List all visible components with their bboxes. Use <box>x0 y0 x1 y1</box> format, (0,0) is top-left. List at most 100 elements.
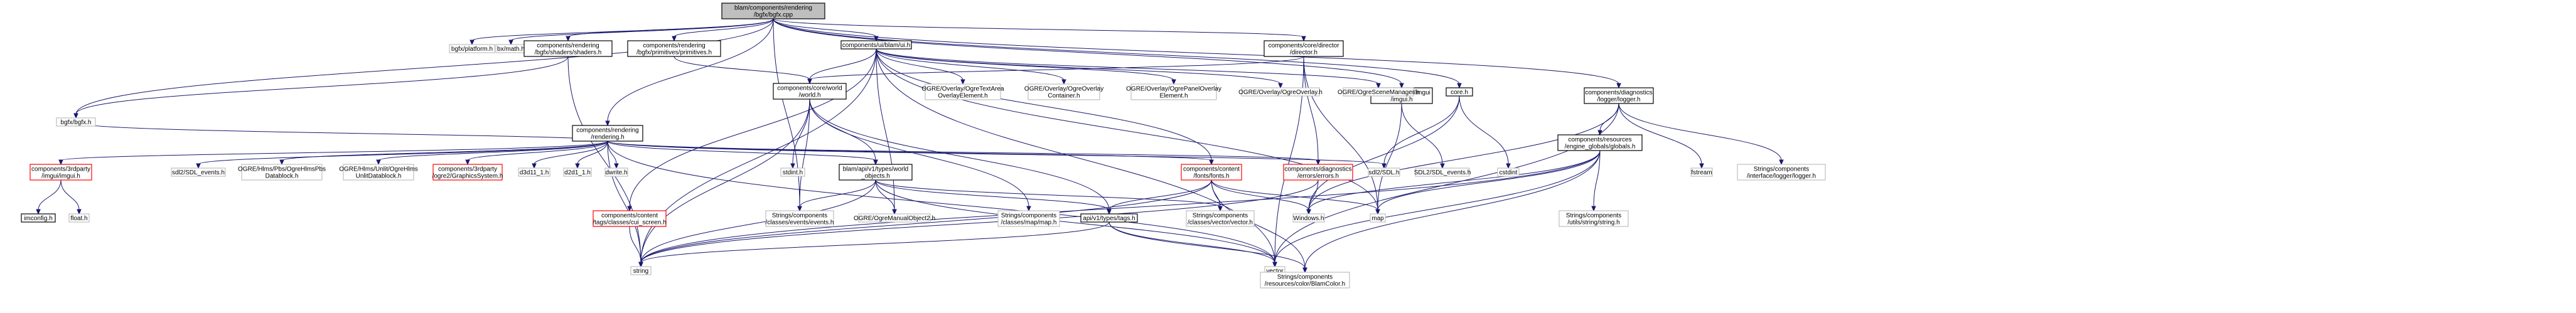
file-node-label-line: Datablock.h <box>266 173 299 180</box>
dependency-edge-rendering_h-to-bgfx_h <box>73 121 608 142</box>
file-node-label-line: Strings/components <box>1566 213 1621 220</box>
file-node-label-line: Container.h <box>1048 93 1080 100</box>
file-node-map: map <box>1370 213 1386 223</box>
file-node-box <box>780 167 805 177</box>
dependency-edge-types_world-to-ogre_manual <box>875 179 897 215</box>
file-node-box <box>1186 210 1255 227</box>
file-node-root[interactable]: blam/components/rendering/bgfx/bgfx.cpp <box>721 3 825 19</box>
file-node-box <box>1080 213 1138 223</box>
file-node-ogre-manual: OGRE/OgreManualObject2.h <box>854 213 935 223</box>
file-node-ogre-overlay: OGRE/Overlay/OgreOverlay.h <box>1238 87 1323 97</box>
file-node-box <box>1260 272 1350 289</box>
file-node-box <box>604 167 628 177</box>
file-node-label-line: components/diagnostics <box>1585 90 1652 97</box>
file-node-shaders[interactable]: components/rendering/bgfx/shaders/shader… <box>523 40 613 57</box>
dependency-edge-globals-to-blamcolor <box>1302 150 1601 273</box>
file-node-windows: Windows.h <box>1292 213 1325 223</box>
file-node-label-line: /imgui/imgui.h <box>41 173 80 180</box>
file-node-label-line: components/rendering <box>537 43 599 50</box>
file-node-box <box>1557 134 1643 151</box>
file-node-ui-h[interactable]: components/ui/blam/ui.h <box>840 40 912 50</box>
file-node-box <box>1446 87 1473 97</box>
file-node-label-line: d3d11_1.h <box>520 169 549 176</box>
dependency-edge-shaders-to-string <box>567 56 643 268</box>
dependency-edge-globals-to-vector <box>1272 150 1601 268</box>
dependency-edge-fonts-to-windows <box>1211 179 1311 215</box>
dependency-edge-root-to-rendering_h <box>605 18 774 127</box>
file-node-label-line: Windows.h <box>1294 215 1324 222</box>
file-node-logger[interactable]: components/diagnostics/logger/logger.h <box>1584 87 1654 104</box>
dependency-edge-logger-to-fstream <box>1618 103 1704 169</box>
file-node-world[interactable]: components/core/world/world.h <box>773 83 847 100</box>
edges-layer <box>36 18 1784 273</box>
file-node-label-line: vector <box>1266 268 1284 275</box>
file-node-errors[interactable]: components/diagnostics/errors/errors.h <box>1283 164 1353 181</box>
file-node-label-line: stdint.h <box>783 169 803 176</box>
file-node-tags[interactable]: api/v1/types/tags.h <box>1080 213 1138 223</box>
file-node-box <box>56 117 96 127</box>
file-node-label-line: /bgfx/shaders/shaders.h <box>535 50 602 56</box>
dependency-edge-logger-to-str_logger <box>1618 103 1784 166</box>
dependency-edge-world-to-stdint <box>790 98 810 169</box>
file-node-box <box>839 164 913 181</box>
file-node-label-line: blam/components/rendering <box>734 5 812 12</box>
file-node-label-line: imconfig.h <box>24 215 53 222</box>
file-node-types-world[interactable]: blam/api/v1/types/world_objects.h <box>839 164 913 181</box>
file-node-box <box>1415 167 1470 177</box>
file-node-dwrite: dwrite.h <box>604 167 628 177</box>
dependency-edge-director-to-map <box>1303 56 1380 215</box>
file-node-box <box>1292 213 1325 223</box>
file-node-box <box>1130 83 1217 100</box>
dependency-edge-globals-to-string <box>638 150 1601 268</box>
file-node-box <box>1264 40 1344 57</box>
file-node-box <box>1584 87 1654 104</box>
dependency-edge-globals-to-map <box>1375 150 1601 215</box>
dependency-edge-world-to-tags <box>809 98 1112 215</box>
file-node-cui-screen[interactable]: components/content/tags/classes/cui_scre… <box>593 210 667 227</box>
file-node-label-line: /ogre2/GraphicsSystem.h <box>432 173 503 180</box>
file-node-box <box>627 40 721 57</box>
file-node-label-line: OGRE/OgreSceneManager.h <box>1338 89 1419 96</box>
file-node-label-line: Element.h <box>1159 93 1188 100</box>
file-node-box <box>997 210 1060 227</box>
file-node-string: string <box>630 266 652 275</box>
dependency-edge-logger-to-globals <box>1597 103 1619 136</box>
file-node-label-line: components/diagnostics <box>1284 166 1351 173</box>
file-node-core-h[interactable]: core.h <box>1446 87 1473 97</box>
file-node-label-line: /classes/vector/vector.h <box>1188 220 1253 226</box>
file-node-label-line: string <box>633 268 648 275</box>
file-node-box <box>773 83 847 100</box>
dependency-edge-types_world-to-string <box>638 179 876 268</box>
dependency-edge-root-to-shaders <box>566 18 774 42</box>
file-node-str-string: Strings/components/utils/string/string.h <box>1559 210 1629 227</box>
file-node-imgui3p[interactable]: components/3rdparty/imgui/imgui.h <box>30 164 92 181</box>
dependency-edge-cui_screen-to-string <box>629 226 643 268</box>
file-node-box <box>1181 164 1242 181</box>
nodes-layer: blam/components/rendering/bgfx/bgfx.cppb… <box>21 3 1826 289</box>
file-node-stdint: stdint.h <box>780 167 805 177</box>
file-node-str-logger: Strings/components/interface/logger/logg… <box>1737 164 1826 181</box>
file-node-ogre2[interactable]: components/3rdparty/ogre2/GraphicsSystem… <box>432 164 503 181</box>
file-node-sdl2-sdl: sdl2/SDL.h <box>1368 167 1400 177</box>
file-node-d2d1: d2d1_1.h <box>563 167 592 177</box>
file-node-str-events: Strings/components/classes/events/events… <box>765 210 834 227</box>
dependency-edge-globals-to-str_string <box>1591 150 1601 212</box>
file-node-fstream: fstream <box>1690 167 1713 177</box>
dependency-edge-root-to-core_h <box>773 18 1462 89</box>
dependency-edge-ui_h-to-world <box>807 48 877 85</box>
file-node-rendering-h[interactable]: components/rendering/rendering.h <box>572 125 643 142</box>
dependency-edge-rendering_h-to-d2d1 <box>575 141 608 169</box>
dependency-edge-root-to-primitives <box>672 18 774 42</box>
file-node-box <box>572 125 643 142</box>
file-node-float-h: float.h <box>68 213 90 223</box>
file-node-primitives[interactable]: components/rendering/bgfx/primitives/pri… <box>627 40 721 57</box>
dependency-edge-root-to-bgfx_h <box>73 18 774 119</box>
file-node-director[interactable]: components/core/director/director.h <box>1264 40 1344 57</box>
file-node-box <box>1368 167 1400 177</box>
file-node-label-line: /bgfx/primitives/primitives.h <box>636 50 712 56</box>
file-node-fonts[interactable]: components/content/fonts/fonts.h <box>1181 164 1242 181</box>
file-node-label-line: sdl2/SDL_events.h <box>172 169 225 176</box>
file-node-globals[interactable]: components/resources/engine_globals/glob… <box>1557 134 1643 151</box>
dependency-edge-rendering_h-to-string <box>607 141 643 268</box>
file-node-imconfig[interactable]: imconfig.h <box>21 213 56 223</box>
